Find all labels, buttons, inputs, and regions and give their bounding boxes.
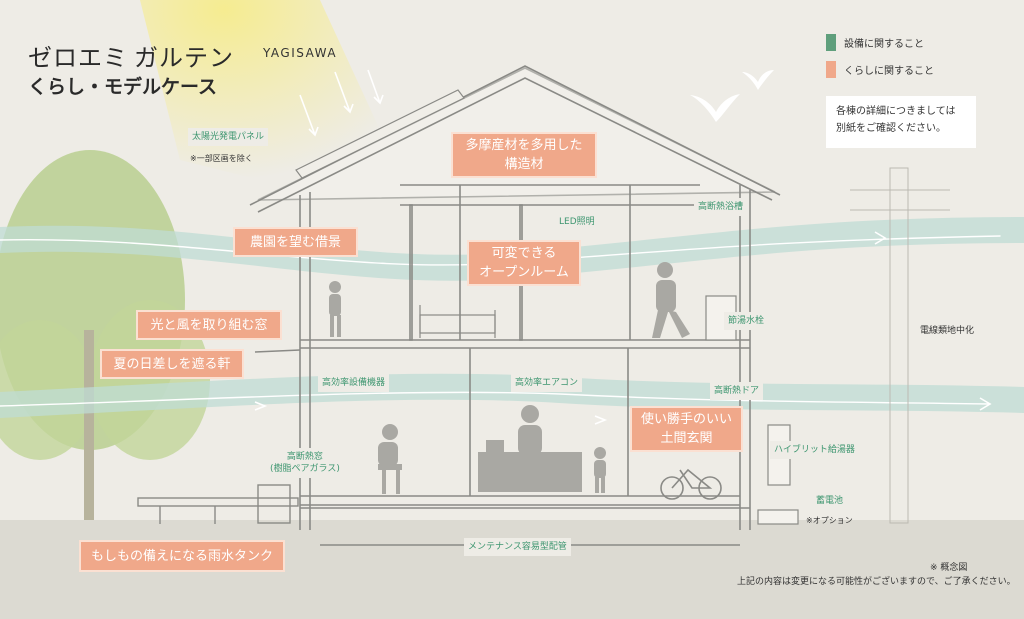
legend: 設備に関すること くらしに関すること xyxy=(826,34,934,78)
legend-item-equipment: 設備に関すること xyxy=(826,34,934,51)
legend-swatch-orange xyxy=(826,61,836,78)
label-line: 構造材 xyxy=(504,157,544,172)
label-wind-window: 光と風を取り組む窓 xyxy=(136,310,282,340)
label-line: 可変できる xyxy=(491,246,557,261)
birds xyxy=(690,70,774,122)
legend-label: くらしに関すること xyxy=(844,66,934,77)
label-line: 土間玄関 xyxy=(660,431,713,446)
label-bath: 高断熱浴槽 xyxy=(694,198,748,216)
info-box: 各棟の詳細につきましては 別紙をご確認ください。 xyxy=(826,96,976,148)
label-farm-view: 農園を望む借景 xyxy=(233,227,358,257)
label-aircon: 高効率エアコン xyxy=(511,374,583,392)
note-battery: ※オプション xyxy=(806,516,853,525)
wind-arrows xyxy=(254,231,992,425)
brand-title-a: ゼロエミ xyxy=(28,44,128,72)
porch-deck xyxy=(137,484,299,524)
label-led: LED照明 xyxy=(555,213,599,231)
utility-pole xyxy=(850,167,950,524)
page-subtitle: くらし・モデルケース xyxy=(28,76,218,98)
brand-title: ゼロエミガルテン xyxy=(28,38,234,73)
brand-title-b: ガルテン xyxy=(134,44,234,72)
label-doma: 使い勝手のいい 土間玄関 xyxy=(630,406,743,452)
label-open-room: 可変できる オープンルーム xyxy=(467,240,581,286)
bed xyxy=(419,305,496,338)
bicycle xyxy=(660,468,722,500)
eaves xyxy=(254,349,301,353)
people-silhouettes xyxy=(329,262,690,494)
sunlight-arrows xyxy=(299,69,384,137)
legend-label: 設備に関すること xyxy=(844,39,924,50)
note-underground-wires: 電線類地中化 xyxy=(920,326,975,336)
label-line: 高断熱窓 xyxy=(286,452,323,462)
label-solar-panel: 太陽光発電パネル xyxy=(188,128,269,146)
note-concept: ※ 概念図 xyxy=(930,563,968,573)
label-hvac-equipment: 高効率設備機器 xyxy=(318,374,390,392)
note-disclaimer: 上記の内容は変更になる可能性がございますので、ご了承ください。 xyxy=(737,577,1016,587)
brand-latin: YAGISAWA xyxy=(263,46,338,60)
label-faucet: 節湯水栓 xyxy=(724,312,769,330)
legend-swatch-green xyxy=(826,34,836,51)
note-solar: ※一部区画を除く xyxy=(190,154,253,163)
label-line: 使い勝手のいい xyxy=(640,412,732,427)
info-box-line: 各棟の詳細につきましては xyxy=(836,106,956,117)
label-tama-wood: 多摩産材を多用した 構造材 xyxy=(451,132,597,178)
label-battery: 蓄電池 xyxy=(812,492,848,510)
legend-item-living: くらしに関すること xyxy=(826,61,934,78)
label-water-heater: ハイブリット給湯器 xyxy=(770,441,859,459)
info-box-line: 別紙をご確認ください。 xyxy=(836,123,946,134)
label-line: (樹脂ペアガラス) xyxy=(270,464,340,474)
label-eaves: 夏の日差しを遮る軒 xyxy=(100,349,244,379)
label-piping: メンテナンス容易型配管 xyxy=(464,538,571,556)
label-line: 多摩産材を多用した xyxy=(465,138,583,153)
label-rain-tank: もしもの備えになる雨水タンク xyxy=(79,540,285,572)
solar-panel xyxy=(295,89,465,179)
label-window: 高断熱窓 (樹脂ペアガラス) xyxy=(266,448,344,478)
label-line: オープンルーム xyxy=(479,265,569,280)
label-door: 高断熱ドア xyxy=(710,382,764,400)
